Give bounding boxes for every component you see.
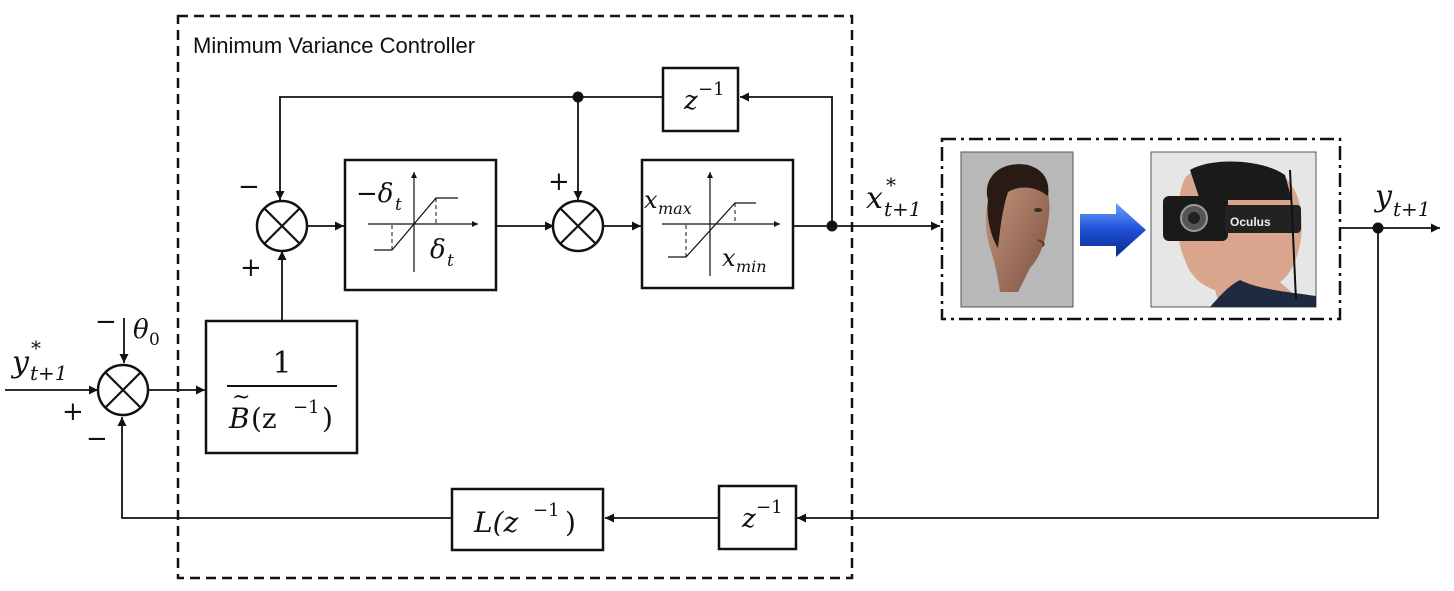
sign-feedback-minus: − <box>86 424 108 454</box>
svg-text:−1: −1 <box>756 497 783 518</box>
svg-text:δ: δ <box>430 235 446 265</box>
wire-filter-sum1 <box>117 417 451 519</box>
wire-feedback-delay <box>797 228 1379 523</box>
svg-text:*: * <box>886 173 896 197</box>
svg-text:1: 1 <box>272 346 291 381</box>
svg-text:0: 0 <box>149 330 160 350</box>
svg-text:L(z: L(z <box>473 506 519 539</box>
sign-sum2-plus: + <box>240 253 262 283</box>
svg-text:z: z <box>741 504 756 534</box>
svg-text:*: * <box>31 336 41 360</box>
saturation-block: x max x min <box>640 158 795 290</box>
svg-text:t+1: t+1 <box>884 197 922 221</box>
sum-junction-1 <box>96 363 150 417</box>
svg-text:z: z <box>683 86 698 116</box>
inverse-b-block: 1 B ~ (z −1 ) <box>204 319 359 455</box>
label-control: x * t+1 <box>866 173 922 221</box>
oculus-headset-image: Oculus <box>1150 151 1317 308</box>
label-output: y t+1 <box>1373 179 1431 221</box>
svg-text:θ: θ <box>133 315 149 345</box>
sum-junction-3 <box>551 199 605 253</box>
svg-text:−δ: −δ <box>356 179 393 209</box>
svg-text:t+1: t+1 <box>30 361 68 385</box>
svg-text:x: x <box>866 181 883 216</box>
avatar-head-image <box>960 151 1074 308</box>
filter-l-block: L(z −1 ) <box>450 487 605 552</box>
svg-text:B: B <box>228 402 250 435</box>
wire-top-delay-sum2 <box>275 96 662 200</box>
svg-text:): ) <box>565 506 576 539</box>
tilde-mark: ~ <box>232 385 250 410</box>
plant-boundary <box>940 137 1342 321</box>
svg-text:max: max <box>658 199 692 218</box>
svg-text:t: t <box>447 251 454 271</box>
svg-text:(z: (z <box>251 402 277 435</box>
svg-text:y: y <box>1373 179 1393 214</box>
sign-sum3-plus: + <box>548 167 570 197</box>
controller-boundary <box>176 14 854 580</box>
svg-text:y: y <box>10 345 30 380</box>
svg-text:): ) <box>322 402 333 435</box>
svg-text:t+1: t+1 <box>1393 197 1431 221</box>
svg-text:t: t <box>395 195 402 215</box>
sign-ref-plus: + <box>62 397 84 427</box>
svg-text:Oculus: Oculus <box>1230 215 1271 229</box>
delay-block-bottom: z −1 <box>717 484 798 551</box>
svg-text:−1: −1 <box>698 79 725 100</box>
label-offset: θ 0 <box>133 315 160 350</box>
svg-text:x: x <box>644 186 658 214</box>
controller-title: Minimum Variance Controller <box>193 33 475 58</box>
svg-text:min: min <box>736 257 767 276</box>
sign-sum2-minus: − <box>238 172 260 202</box>
svg-text:−1: −1 <box>533 500 560 521</box>
sum-junction-2 <box>255 199 309 253</box>
svg-text:x: x <box>722 244 736 272</box>
sign-offset-minus: − <box>95 307 117 337</box>
wire-to-top-delay <box>740 92 833 226</box>
label-reference: y * t+1 <box>10 336 68 385</box>
delay-block-top: z −1 <box>661 66 740 133</box>
blue-arrow-icon <box>1080 203 1146 257</box>
rate-limiter-block: −δ t δ t <box>343 158 498 292</box>
svg-text:−1: −1 <box>293 397 320 418</box>
